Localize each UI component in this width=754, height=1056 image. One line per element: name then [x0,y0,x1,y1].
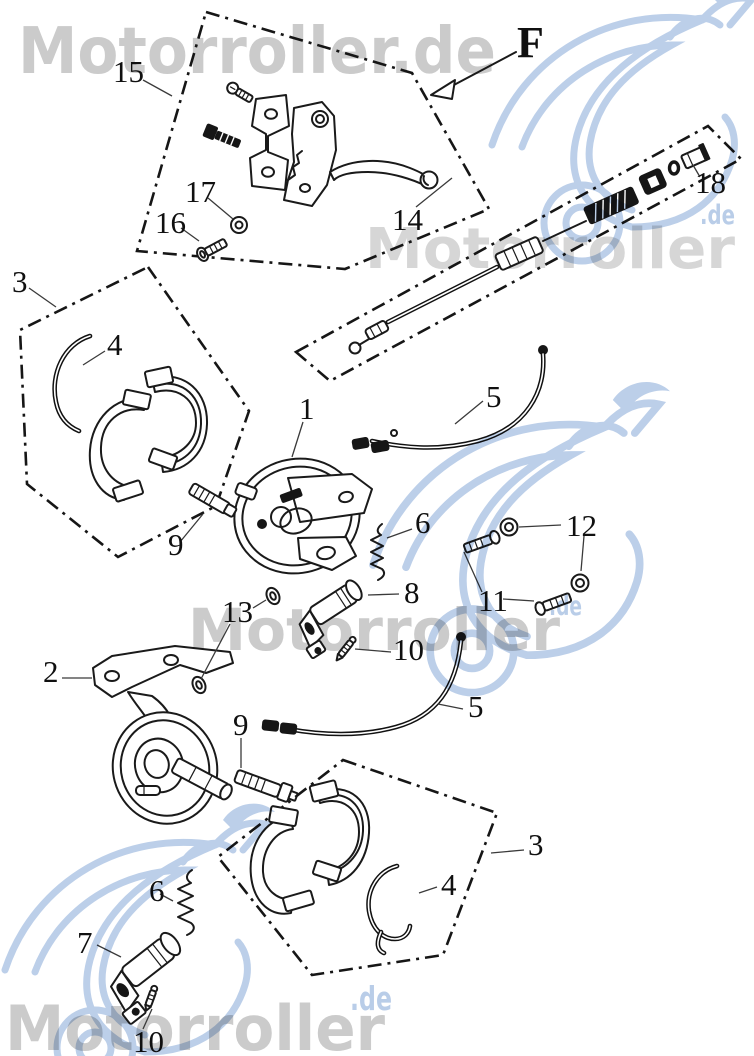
cable-ball-end [348,341,362,355]
screw-top [226,81,254,103]
washer-13-a [265,586,281,606]
leader-lines [28,79,701,1030]
washer-small [667,160,681,176]
screw-16 [196,238,228,262]
watermark-upper-de: .de [700,200,735,231]
part-label-15: 15 [113,54,144,89]
logo-watermarks: .de .de .de [5,0,754,1056]
watermark-bottom-de: .de [350,979,392,1018]
brake-shoe-right-top [143,365,209,473]
group-15-outline [135,10,491,271]
part-label-4-top: 4 [107,327,123,362]
adjuster-bolt-9-lower [233,769,299,803]
brake-shoe-right-bottom [308,779,371,886]
plate-flange [287,473,373,523]
watermark-middle-de: .de [549,591,582,622]
part-label-3-top: 3 [12,264,28,299]
part-label-13: 13 [222,594,253,629]
part-label-12: 12 [566,508,597,543]
bracket-hub-2 [92,645,234,825]
part-label-4-bottom: 4 [441,867,457,902]
brake-lever-blade [329,160,429,187]
group-3-bottom-outline [216,758,499,977]
group-brake-lever-assembly [135,10,491,271]
part-label-7: 7 [77,925,93,960]
part-label-9-lower: 9 [233,707,249,742]
bolt-dark [202,123,241,148]
group-brake-shoes-bottom [216,758,499,977]
cable-adjuster [494,236,544,271]
view-arrow-f [430,51,517,100]
lever-pivot-body [283,101,337,207]
brake-arm-7 [110,931,182,1025]
watermark-top: Motorroller.de [18,15,496,89]
watermark-middle: Motorroller [188,596,560,664]
screw-10-middle [335,635,357,662]
cable-nut [638,168,667,195]
cable-ferrule [364,320,390,340]
view-label-f: F [517,18,544,67]
part-label-9-upper: 9 [168,527,184,562]
part-label-17: 17 [185,174,216,209]
spring-6-lower [177,869,195,936]
brake-arm-8 [298,579,363,660]
group-brake-shoes-top [18,265,251,559]
brake-plate-1 [233,457,373,575]
part-label-5-upper: 5 [486,379,502,414]
bolt-18 [680,142,711,170]
group-14-outline [293,124,744,383]
brake-shoe-left-bottom [249,805,315,915]
group-3-top-outline [18,265,251,559]
part-label-3-bottom: 3 [528,827,544,862]
part-label-8: 8 [404,575,420,610]
bolt-11-b [534,592,573,616]
part-label-2: 2 [43,654,59,689]
part-label-1: 1 [299,391,315,426]
cable-5-lower [261,632,466,737]
washer-12-b [570,573,590,593]
part-label-16: 16 [155,205,186,240]
part-label-5-lower: 5 [468,689,484,724]
washer-13-b [191,675,207,695]
part-label-10-middle: 10 [393,632,424,667]
washer-12-a [499,517,519,537]
washer-17 [230,216,248,234]
spring-4-top [52,333,93,434]
spring-6-upper [370,523,386,581]
adjuster-bolt-9-top [188,482,238,518]
brake-shoe-left-top [88,388,152,503]
part-label-14: 14 [392,202,424,237]
screw-10-lower [144,984,159,1012]
cable-5-upper [351,345,548,453]
